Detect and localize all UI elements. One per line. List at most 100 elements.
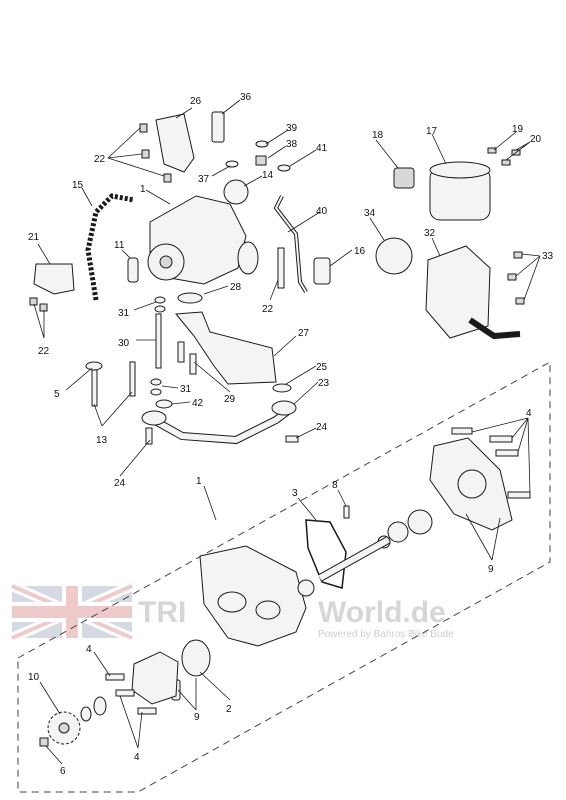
callout-21: 21 <box>28 232 40 243</box>
bolt-part <box>189 353 197 375</box>
callout-14: 14 <box>262 170 274 181</box>
sprocket-hub-part <box>58 722 70 734</box>
callout-41: 41 <box>316 143 328 154</box>
callout-24: 24 <box>114 478 126 489</box>
union-flag-watermark-icon <box>10 581 134 643</box>
o-ring-part <box>375 237 413 275</box>
bolt-part <box>489 435 513 443</box>
bolt-part <box>163 173 172 183</box>
o-ring-part <box>297 579 315 597</box>
housing-port-part <box>255 600 281 620</box>
gasket-part <box>305 519 347 589</box>
callout-33: 33 <box>542 251 554 262</box>
callout-32: 32 <box>424 228 436 239</box>
spacer-part <box>127 257 139 283</box>
washer-part <box>277 164 291 172</box>
callout-30: 30 <box>118 338 130 349</box>
rotor-part <box>181 639 211 677</box>
callout-37: 37 <box>198 174 210 185</box>
bolt-part <box>145 427 153 445</box>
filter-housing-part <box>425 245 491 339</box>
watermark-brand-left: TRI <box>138 596 186 629</box>
callout-labels: 26 36 22 39 38 37 14 41 1 15 21 11 40 16… <box>28 92 554 777</box>
callout-31: 31 <box>118 308 130 319</box>
washer-part <box>272 383 292 393</box>
pump-lower-body-part <box>131 651 179 705</box>
callout-22: 22 <box>94 154 106 165</box>
callout-4b: 4 <box>86 644 92 655</box>
callout-25: 25 <box>316 362 328 373</box>
bolt-part <box>139 123 148 133</box>
callout-5: 5 <box>54 389 60 400</box>
callout-3: 3 <box>292 488 298 499</box>
bolt-part <box>91 369 98 407</box>
screw-part <box>501 159 511 166</box>
callout-1b: 1 <box>196 476 202 487</box>
callout-11: 11 <box>114 240 125 251</box>
callout-22c: 22 <box>38 346 50 357</box>
callout-17: 17 <box>426 126 438 137</box>
pipe-flange-part <box>271 400 297 416</box>
bolt-part <box>513 251 523 259</box>
bolt-part <box>39 303 48 312</box>
callout-1: 1 <box>140 184 146 195</box>
callout-9: 9 <box>488 564 494 575</box>
impeller-part <box>407 509 433 535</box>
callout-16: 16 <box>354 246 366 257</box>
seal-part <box>387 521 409 543</box>
callout-40: 40 <box>316 206 328 217</box>
callout-20: 20 <box>530 134 542 145</box>
washer-part <box>154 305 166 313</box>
callout-38: 38 <box>286 139 298 150</box>
washer-part <box>80 706 92 722</box>
pipe-flange-part <box>141 410 167 426</box>
bolt-part <box>277 247 285 289</box>
pump-housing-part <box>199 545 307 647</box>
bolt-part <box>39 737 49 747</box>
callout-13: 13 <box>96 435 108 446</box>
washer-part <box>225 160 239 168</box>
stud-part <box>155 313 162 369</box>
strainer-part <box>175 311 277 385</box>
callout-4: 4 <box>526 408 532 419</box>
washer-part <box>150 388 162 396</box>
chain-part <box>85 193 135 301</box>
oil-filter-top-part <box>429 161 491 179</box>
watermark-tagline: Powered by Bahros Bike Bude <box>318 629 454 640</box>
callout-39: 39 <box>286 123 298 134</box>
callout-31b: 31 <box>180 384 192 395</box>
callout-42: 42 <box>192 398 204 409</box>
callout-34: 34 <box>364 208 376 219</box>
bolt-part <box>177 341 185 363</box>
cover-bore-part <box>457 469 487 499</box>
washer-part <box>255 140 269 148</box>
housing-pipe-part <box>468 317 521 340</box>
pin-part <box>343 505 350 519</box>
callout-18: 18 <box>372 130 384 141</box>
callout-15: 15 <box>72 180 84 191</box>
bolt-part <box>141 149 150 159</box>
washer-part <box>150 378 162 386</box>
callout-6: 6 <box>60 766 66 777</box>
filter-adaptor-part <box>393 167 415 189</box>
leader-lines <box>33 99 541 765</box>
switch-part <box>313 257 331 285</box>
callout-2: 2 <box>226 704 232 715</box>
callout-26: 26 <box>190 96 202 107</box>
watermark: TRI World.de Powered by Bahros Bike Bude <box>10 581 454 643</box>
callout-4c: 4 <box>134 752 140 763</box>
callout-19: 19 <box>512 124 524 135</box>
washer-part <box>93 696 107 716</box>
bolt-part <box>285 435 299 443</box>
callout-10: 10 <box>28 672 40 683</box>
bolt-part <box>137 707 157 715</box>
bolt-part <box>507 273 517 281</box>
bolt-part <box>515 297 525 305</box>
callout-8: 8 <box>332 480 338 491</box>
o-ring-part <box>223 179 249 205</box>
callout-29: 29 <box>224 394 236 405</box>
bolt-part <box>495 449 519 457</box>
bolt-part <box>29 297 38 306</box>
callout-24b: 24 <box>316 422 328 433</box>
